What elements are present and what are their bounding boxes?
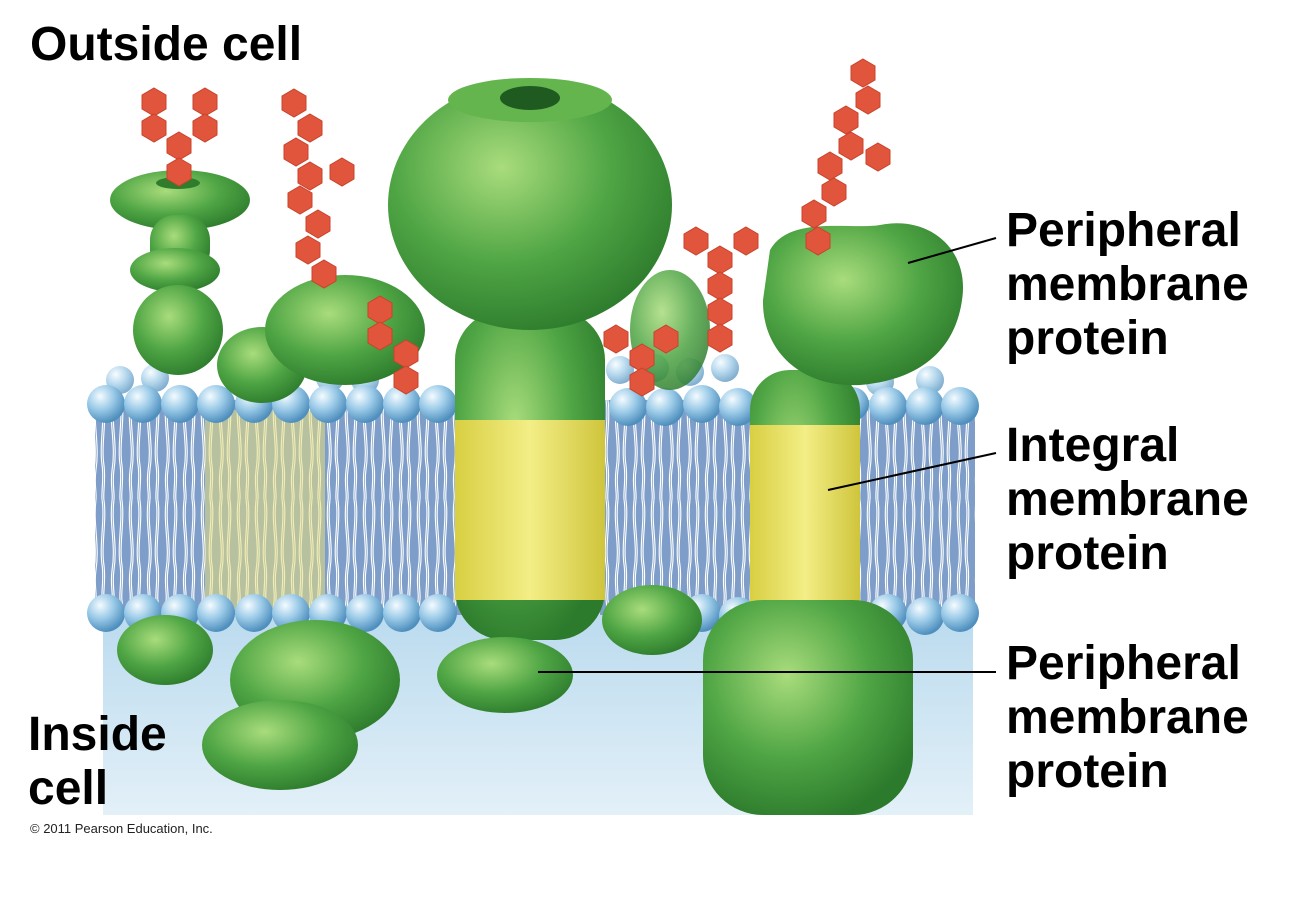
protein-left-inner — [117, 615, 400, 790]
outside-cell-text: Outside cell — [30, 18, 303, 71]
leader-lines — [538, 237, 997, 673]
inside-cell-label: Inside cell — [28, 708, 167, 816]
inside-cell-line-1: Inside — [28, 708, 167, 761]
integral-protein-right — [703, 223, 964, 815]
peripheral-top-line-3: protein — [1006, 312, 1169, 365]
integral-protein-label: Integral membrane protein — [1006, 419, 1249, 581]
peripheral-bottom-line-1: Peripheral — [1006, 637, 1241, 690]
peripheral-protein-top-label: Peripheral membrane protein — [1006, 204, 1249, 366]
peripheral-bottom-line-3: protein — [1006, 745, 1169, 798]
protein-left-outer — [110, 170, 425, 403]
integral-line-1: Integral — [1006, 419, 1180, 472]
inside-cell-line-2: cell — [28, 762, 109, 815]
peripheral-bottom-line-2: membrane — [1006, 691, 1249, 744]
integral-line-2: membrane — [1006, 473, 1249, 526]
phospholipid-heads-outer — [87, 385, 979, 426]
integral-line-3: protein — [1006, 527, 1169, 580]
channel-protein — [388, 78, 710, 713]
copyright-credit: © 2011 Pearson Education, Inc. — [30, 821, 213, 836]
peripheral-protein-bottom-label: Peripheral membrane protein — [1006, 637, 1249, 799]
peripheral-top-line-2: membrane — [1006, 258, 1249, 311]
peripheral-top-line-1: Peripheral — [1006, 204, 1241, 257]
outside-cell-label: Outside cell — [30, 18, 302, 72]
